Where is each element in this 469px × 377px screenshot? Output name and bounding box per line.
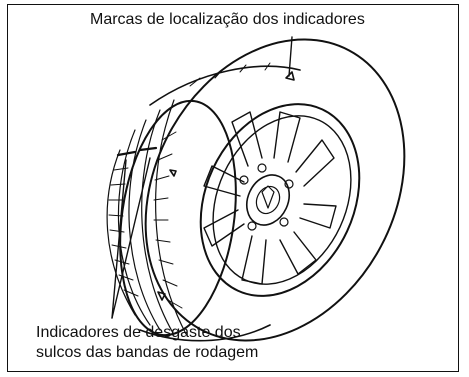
wheel-rim bbox=[199, 103, 361, 297]
figure-frame bbox=[7, 4, 459, 372]
indicator-location-marks bbox=[157, 71, 295, 301]
leader-line-bottom-2 bbox=[111, 157, 151, 319]
leader-line-top bbox=[288, 36, 293, 77]
wear-indicators-label: Indicadores de desgaste dos sulcos das b… bbox=[36, 323, 258, 363]
wear-indicators-label-line2: sulcos das bandas de rodagem bbox=[36, 344, 259, 361]
leader-line-bottom-1 bbox=[111, 159, 127, 319]
wear-indicators-label-line1: Indicadores de desgaste dos bbox=[36, 324, 241, 341]
tread-blocks bbox=[108, 62, 271, 309]
tread-grooves bbox=[106, 99, 187, 335]
tire-outline bbox=[119, 38, 406, 342]
hub-logo bbox=[261, 185, 275, 209]
wheel-hub bbox=[239, 163, 294, 231]
location-marks-label: Marcas de localização dos indicadores bbox=[90, 11, 365, 28]
wear-indicator-bars bbox=[116, 146, 158, 157]
wheel-spokes bbox=[203, 111, 337, 285]
